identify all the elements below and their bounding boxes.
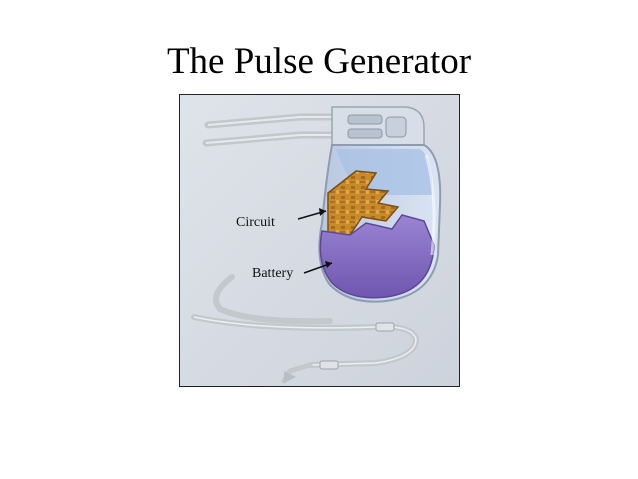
pulse-generator-illustration: Circuit Battery [179, 94, 460, 387]
battery-label: Battery [252, 266, 294, 281]
upper-lead-wires [202, 113, 344, 147]
lower-lead-coil [191, 274, 420, 384]
connector-header [331, 106, 425, 146]
circuit-label: Circuit [236, 215, 275, 230]
pulse-generator-drawing [180, 95, 459, 386]
slide-title: The Pulse Generator [166, 41, 472, 82]
label-arrows [297, 208, 333, 274]
